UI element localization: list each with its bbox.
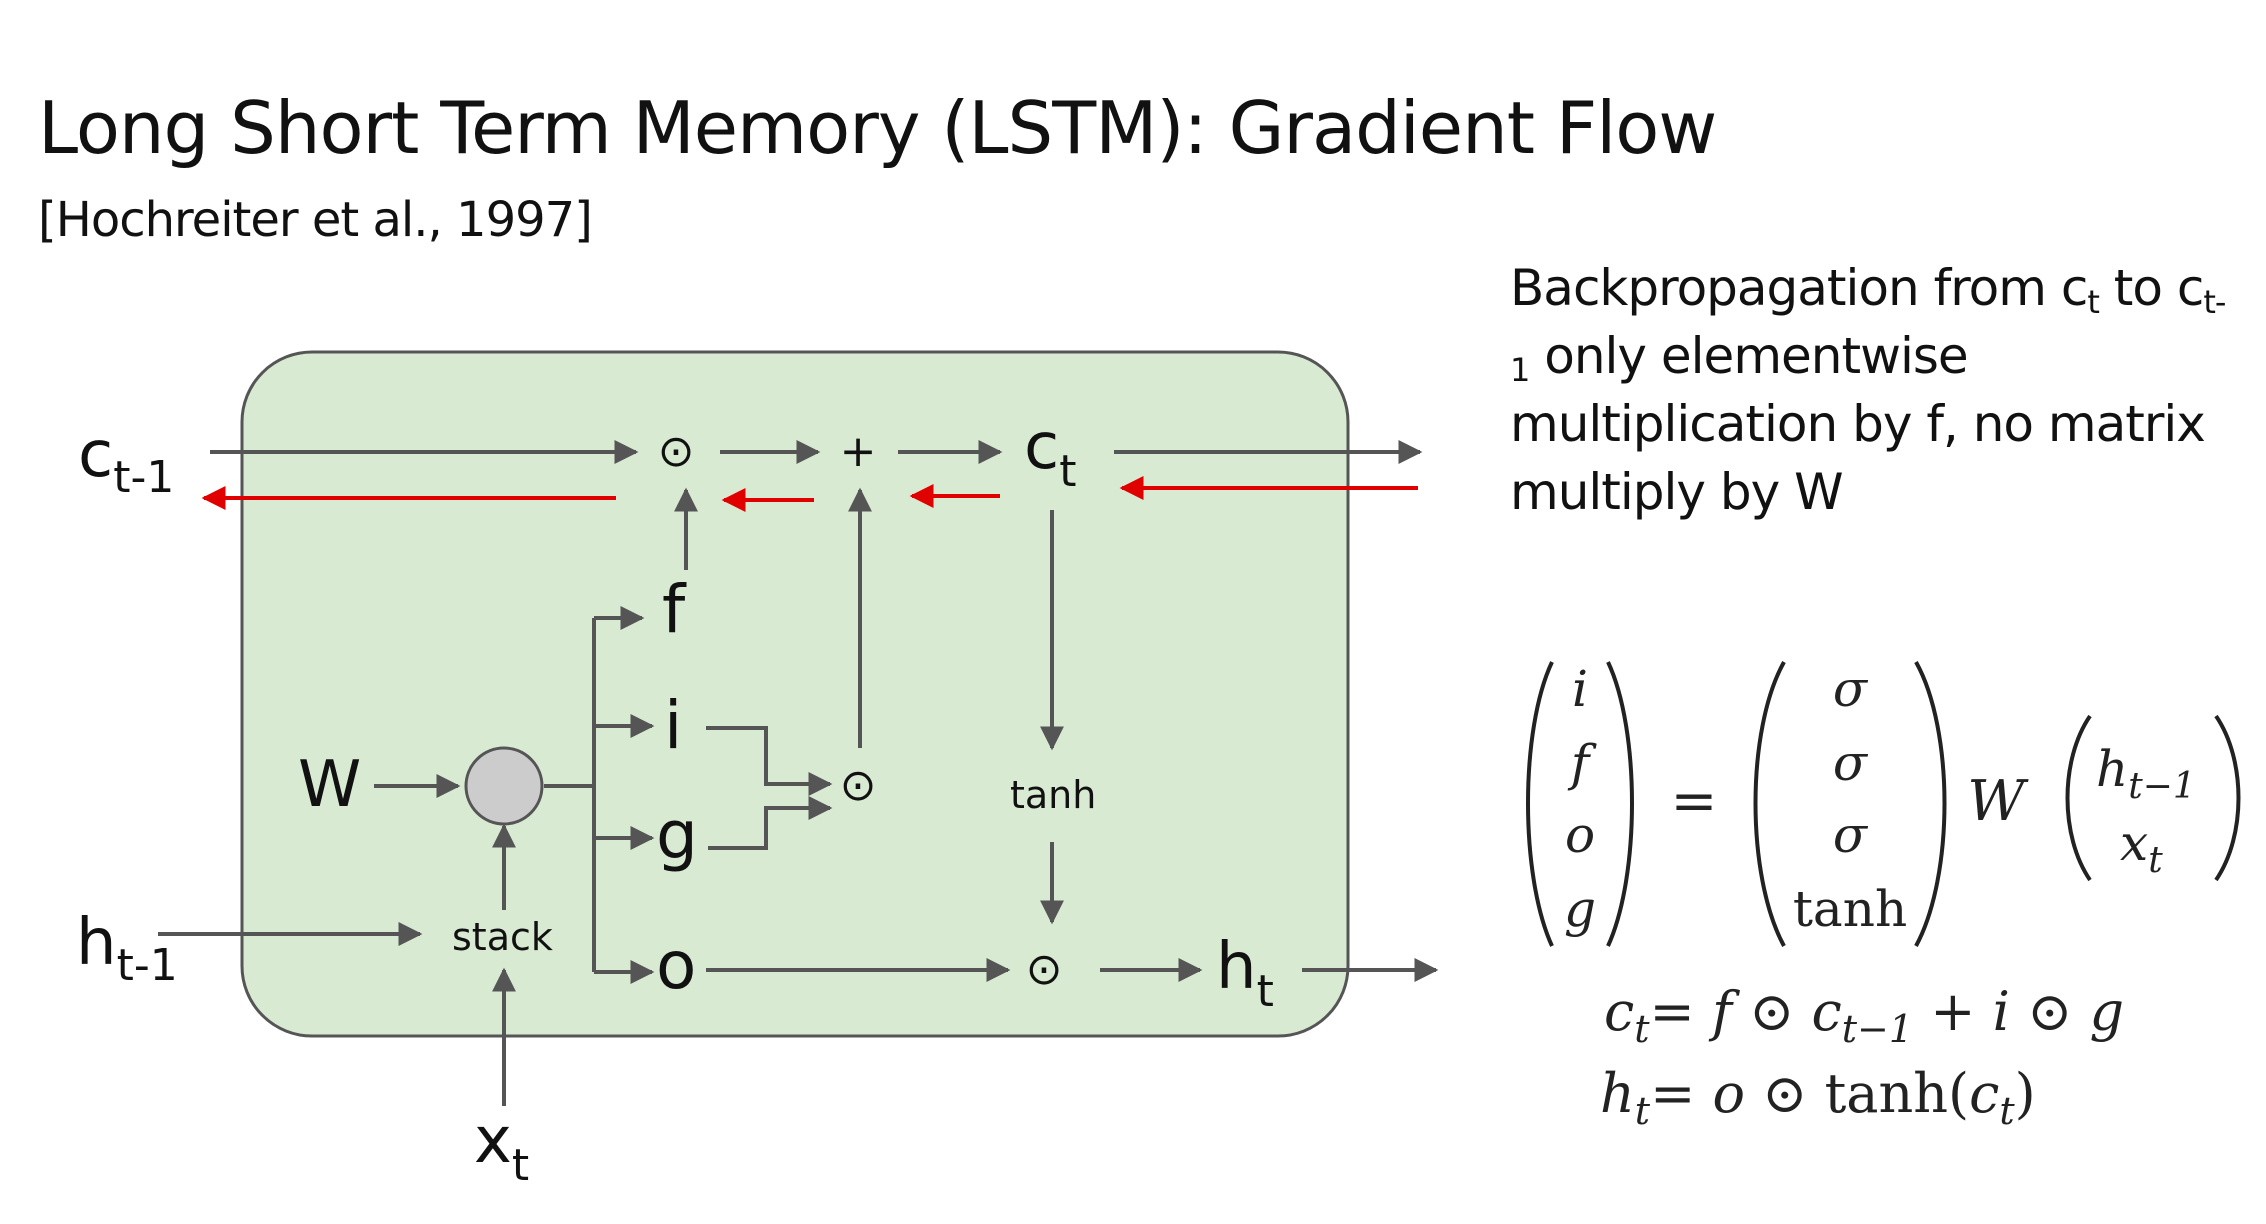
gate-i-label: i xyxy=(664,687,682,764)
in-vec-0: ht−1 xyxy=(2096,740,2196,807)
note-text-2: to c xyxy=(2098,259,2205,317)
output-mult-symbol: ⊙ xyxy=(1026,944,1063,995)
weight-w: W xyxy=(1967,769,2029,834)
stack-label: stack xyxy=(452,915,553,959)
x-t-label: xt xyxy=(474,1104,529,1191)
lhs-vec-0: i xyxy=(1572,660,1588,718)
in-vec-1: xt xyxy=(2120,814,2163,881)
gate-g-label: g xyxy=(656,797,698,874)
act-0: σ xyxy=(1833,660,1869,718)
in-right-paren xyxy=(2214,714,2241,882)
plus-symbol: + xyxy=(840,426,877,477)
c-prev-label: ct-1 xyxy=(78,418,174,503)
cell-update-equation: ct= f ⊙ ct−1 + i ⊙ g xyxy=(1604,980,2124,1051)
ig-mult-symbol: ⊙ xyxy=(840,760,877,811)
note-sub-2: t-1 xyxy=(1510,283,2226,389)
gate-equation: i f o g = σ σ σ tanh W ht−1 xt xyxy=(1526,660,2241,947)
note-sub-1: t xyxy=(2087,283,2100,321)
note-text-1: Backpropagation from c xyxy=(1510,259,2088,317)
gate-o-label: o xyxy=(656,927,696,1004)
forget-mult-symbol: ⊙ xyxy=(658,426,695,477)
matmul-node xyxy=(464,746,544,826)
arrow-g-to-igmult xyxy=(708,796,833,850)
w-label: W xyxy=(298,748,361,822)
hidden-update-equation: ht= o ⊙ tanh(ct) xyxy=(1600,1062,2036,1133)
lstm-cell-box xyxy=(240,350,1350,1038)
arrow-i-to-igmult xyxy=(706,726,833,796)
act-left-paren xyxy=(1753,661,1786,947)
h-prev-label: ht-1 xyxy=(76,906,178,991)
equals-sign: = xyxy=(1671,769,1718,834)
lhs-vec-2: o xyxy=(1565,806,1595,864)
gradient-note: Backpropagation from ct to ct-1 only ele… xyxy=(1510,254,2240,526)
slide-title: Long Short Term Memory (LSTM): Gradient … xyxy=(38,86,1717,170)
h-t-label: ht xyxy=(1216,930,1274,1017)
lhs-right-paren xyxy=(1606,661,1634,947)
c-t-label: ct xyxy=(1024,410,1076,497)
act-3: tanh xyxy=(1793,880,1907,938)
gate-f-label: f xyxy=(662,571,687,648)
in-left-paren xyxy=(2065,714,2092,882)
act-right-paren xyxy=(1914,661,1947,947)
note-text-3: only elementwise multiplication by f, no… xyxy=(1510,327,2206,521)
lhs-left-paren xyxy=(1526,661,1554,947)
act-1: σ xyxy=(1833,734,1869,792)
act-2: σ xyxy=(1833,806,1869,864)
tanh-label: tanh xyxy=(1010,773,1096,817)
lhs-vec-3: g xyxy=(1564,880,1596,938)
citation: [Hochreiter et al., 1997] xyxy=(38,192,593,248)
lhs-vec-1: f xyxy=(1567,734,1597,792)
